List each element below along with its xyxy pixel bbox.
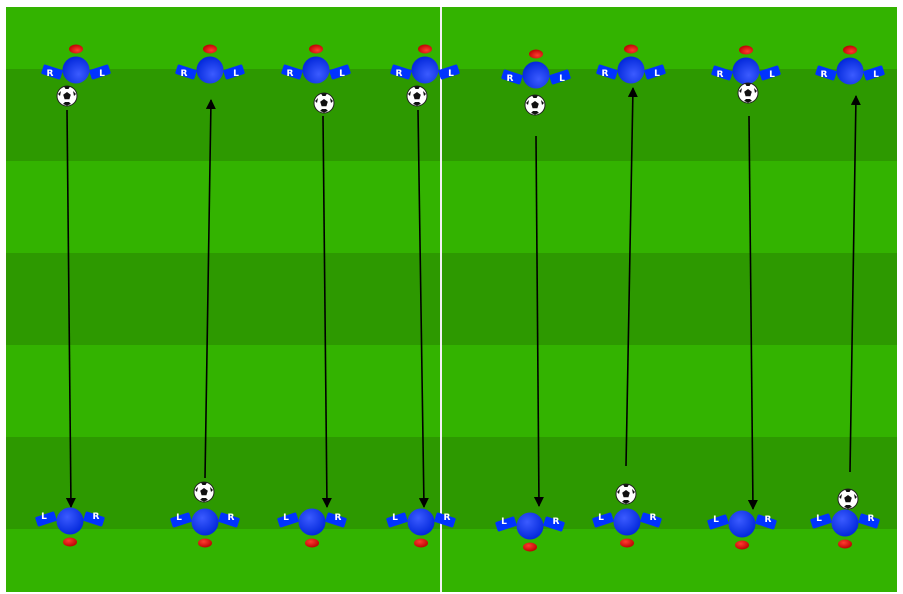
player-right-label: R <box>396 69 403 79</box>
player-right-label: R <box>507 74 514 84</box>
pitch-stripe-light <box>6 7 897 69</box>
player-body <box>408 509 435 536</box>
player-left-label: L <box>392 513 398 523</box>
player-head-icon <box>309 45 323 54</box>
player-body <box>517 513 544 540</box>
player-right-label: R <box>821 70 828 80</box>
pitch-stripe-dark <box>6 253 897 345</box>
player-right-label: R <box>444 513 451 523</box>
player-left-label: L <box>559 74 565 84</box>
player-left-label: L <box>283 513 289 523</box>
player-right-label: R <box>335 513 342 523</box>
player-head-icon <box>624 45 638 54</box>
player-head-icon <box>739 46 753 55</box>
player-body <box>303 57 330 84</box>
player-right-label: R <box>650 513 657 523</box>
player-body <box>192 509 219 536</box>
player-right-label: R <box>93 512 100 522</box>
soccer-ball-icon <box>838 489 858 509</box>
player-body <box>412 57 439 84</box>
player-body <box>618 57 645 84</box>
player-body <box>733 58 760 85</box>
player-head-icon <box>620 539 634 548</box>
player-head-icon <box>843 46 857 55</box>
player-head-icon <box>529 50 543 59</box>
player-body <box>57 508 84 535</box>
soccer-ball-icon <box>738 83 758 103</box>
player-head-icon <box>69 45 83 54</box>
player-left-label: L <box>873 70 879 80</box>
pitch-stripe-light <box>6 529 897 592</box>
player-body <box>832 510 859 537</box>
player-left-label: L <box>501 517 507 527</box>
player-body <box>197 57 224 84</box>
pitch-stripe-dark <box>6 69 897 161</box>
player-left-label: L <box>654 69 660 79</box>
player-head-icon <box>414 539 428 548</box>
soccer-ball-icon <box>616 484 636 504</box>
player-right-label: R <box>602 69 609 79</box>
soccer-ball-icon <box>407 86 427 106</box>
soccer-ball-icon <box>525 95 545 115</box>
pitch-stripe-light <box>6 345 897 437</box>
player-left-label: L <box>713 515 719 525</box>
player-right-label: R <box>553 517 560 527</box>
player-body <box>729 511 756 538</box>
player-left-label: L <box>176 513 182 523</box>
player-body <box>523 62 550 89</box>
player-left-label: L <box>233 69 239 79</box>
player-left-label: L <box>769 70 775 80</box>
player-right-label: R <box>47 69 54 79</box>
player-head-icon <box>198 539 212 548</box>
player-left-label: L <box>816 514 822 524</box>
player-head-icon <box>63 538 77 547</box>
player-right-label: R <box>717 70 724 80</box>
player-head-icon <box>735 541 749 550</box>
soccer-ball-icon <box>194 482 214 502</box>
player-right-label: R <box>181 69 188 79</box>
player-head-icon <box>203 45 217 54</box>
player-right-label: R <box>228 513 235 523</box>
player-left-label: L <box>598 513 604 523</box>
player-body <box>299 509 326 536</box>
player-head-icon <box>838 540 852 549</box>
player-body <box>614 509 641 536</box>
soccer-ball-icon <box>314 93 334 113</box>
pitch-stripe-light <box>6 161 897 253</box>
player-head-icon <box>418 45 432 54</box>
player-left-label: L <box>339 69 345 79</box>
player-right-label: R <box>287 69 294 79</box>
player-left-label: L <box>99 69 105 79</box>
player-head-icon <box>305 539 319 548</box>
soccer-ball-icon <box>57 86 77 106</box>
player-head-icon <box>523 543 537 552</box>
pitch-stripe-dark <box>6 437 897 529</box>
player-right-label: R <box>765 515 772 525</box>
player-left-label: L <box>41 512 47 522</box>
player-body <box>837 58 864 85</box>
player-right-label: R <box>868 514 875 524</box>
player-left-label: L <box>448 69 454 79</box>
player-body <box>63 57 90 84</box>
